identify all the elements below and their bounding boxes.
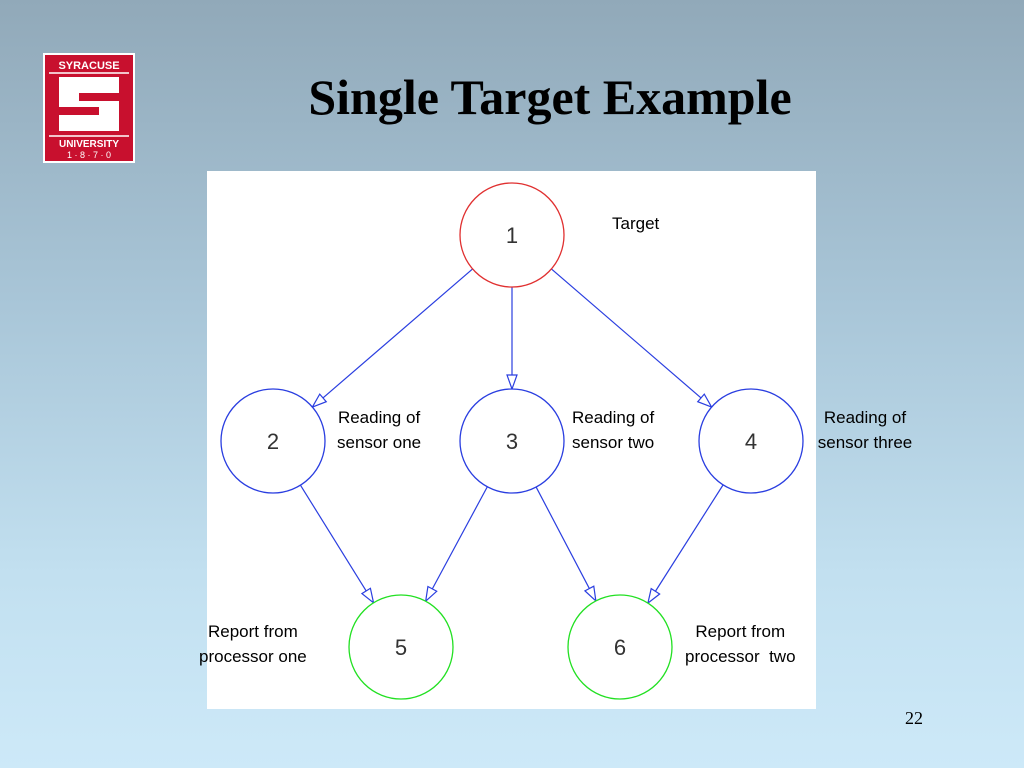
arrowhead-4-6	[646, 587, 661, 605]
arrowhead-1-3	[506, 374, 518, 391]
node-3	[459, 388, 565, 494]
page-number: 22	[905, 708, 923, 728]
bayesian-network-diagram: 1 2 3 4 5 6	[220, 182, 804, 700]
node-6	[567, 594, 673, 700]
logo-s-mark	[59, 77, 119, 131]
arrowhead-2-5	[360, 587, 375, 605]
diagram-panel: 1 2 3 4 5 6 Target Reading of sensor one Read…	[199, 171, 912, 709]
arrowhead-3-6	[583, 585, 597, 603]
node-4	[698, 388, 804, 494]
arrowhead-3-5	[424, 585, 438, 603]
label-processor-one: Report from processor one	[199, 622, 307, 666]
label-sensor-one: Reading of sensor one	[337, 408, 422, 452]
arrowhead-1-4	[696, 393, 713, 409]
edge-3-6	[535, 486, 597, 602]
edge-1-4	[550, 268, 713, 408]
label-processor-two: Report from processor two	[685, 622, 796, 666]
node-label-5: 5	[395, 635, 407, 660]
node-label-4: 4	[745, 429, 757, 454]
label-sensor-two: Reading of sensor two	[572, 408, 655, 452]
node-2	[220, 388, 326, 494]
edge-2-5	[299, 484, 375, 604]
edge-1-2	[311, 268, 474, 408]
logo-middle-text: UNIVERSITY	[59, 139, 119, 150]
slide-title: Single Target Example	[308, 69, 792, 125]
node-5	[348, 594, 454, 700]
logo-bottom-text: 1 · 8 · 7 · 0	[67, 150, 111, 160]
syracuse-university-logo: SYRACUSE UNIVERSITY 1 · 8 · 7 · 0	[43, 53, 135, 163]
node-1	[459, 182, 565, 288]
node-label-2: 2	[267, 429, 279, 454]
edge-4-6	[647, 484, 724, 604]
node-label-3: 3	[506, 429, 518, 454]
logo-graphic: SYRACUSE UNIVERSITY 1 · 8 · 7 · 0	[49, 60, 129, 160]
label-target: Target	[612, 214, 660, 233]
arrowhead-1-2	[311, 393, 328, 409]
node-label-1: 1	[506, 223, 518, 248]
node-label-6: 6	[614, 635, 626, 660]
edge-3-5	[425, 486, 488, 602]
logo-top-text: SYRACUSE	[58, 60, 119, 72]
label-sensor-three: Reading of sensor three	[817, 408, 913, 452]
